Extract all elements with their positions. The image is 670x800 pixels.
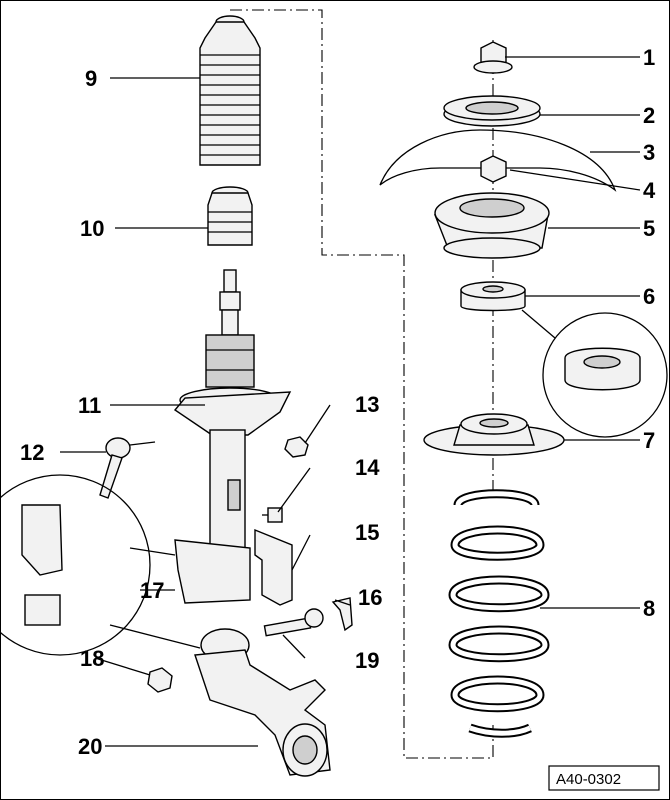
thrust-bearing	[443, 95, 541, 127]
bracket	[254, 528, 293, 606]
leader-lines	[60, 56, 641, 747]
clip	[331, 597, 353, 632]
spacer-ring	[460, 281, 526, 312]
label-7: 7	[643, 428, 655, 453]
protective-boot	[199, 15, 261, 166]
hex-nut-18	[147, 667, 173, 693]
piston-rod	[219, 269, 241, 336]
label-11: 11	[78, 393, 101, 418]
bolt-19	[263, 608, 324, 637]
label-18: 18	[80, 646, 104, 671]
label-16: 16	[358, 585, 382, 610]
cover-plate	[379, 129, 617, 192]
label-19: 19	[355, 648, 379, 673]
shock-absorber	[173, 334, 292, 566]
label-4: 4	[643, 178, 656, 203]
strut-mount	[433, 192, 550, 259]
label-2: 2	[643, 103, 655, 128]
reference-code-box	[548, 765, 660, 791]
nut-4	[480, 155, 507, 183]
label-14: 14	[355, 455, 380, 480]
label-10: 10	[80, 216, 104, 241]
clamp-sleeve	[174, 539, 251, 604]
label-13: 13	[355, 392, 379, 417]
label-6: 6	[643, 284, 655, 309]
label-17: 17	[140, 578, 164, 603]
bump-stop	[207, 186, 253, 246]
label-1: 1	[643, 45, 655, 70]
coil-spring	[448, 489, 550, 738]
label-12: 12	[20, 440, 44, 465]
reference-code: A40-0302	[556, 771, 621, 788]
label-15: 15	[355, 520, 379, 545]
spring-seat	[423, 413, 565, 456]
top-nut	[473, 41, 513, 74]
detail-view-right	[521, 309, 668, 438]
label-9: 9	[85, 66, 97, 91]
wheel-bearing-housing	[194, 628, 331, 777]
label-3: 3	[643, 140, 655, 165]
hex-nut-13	[284, 436, 309, 458]
label-5: 5	[643, 216, 655, 241]
label-20: 20	[78, 734, 102, 759]
detail-view-left	[0, 474, 201, 656]
label-8: 8	[643, 596, 655, 621]
